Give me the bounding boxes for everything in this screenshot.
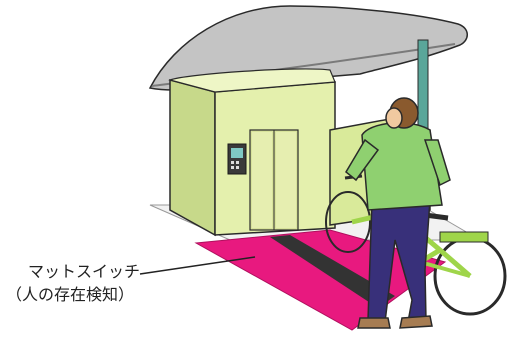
mat-switch-sublabel: （人の存在検知） <box>6 285 135 304</box>
building-side-wall <box>169 79 216 237</box>
person-icon <box>345 97 451 329</box>
leader-line <box>139 256 256 275</box>
elevator-door-icon <box>249 129 299 231</box>
mat-switch-label: マットスイッチ <box>28 262 141 281</box>
control-panel-icon <box>227 143 247 175</box>
